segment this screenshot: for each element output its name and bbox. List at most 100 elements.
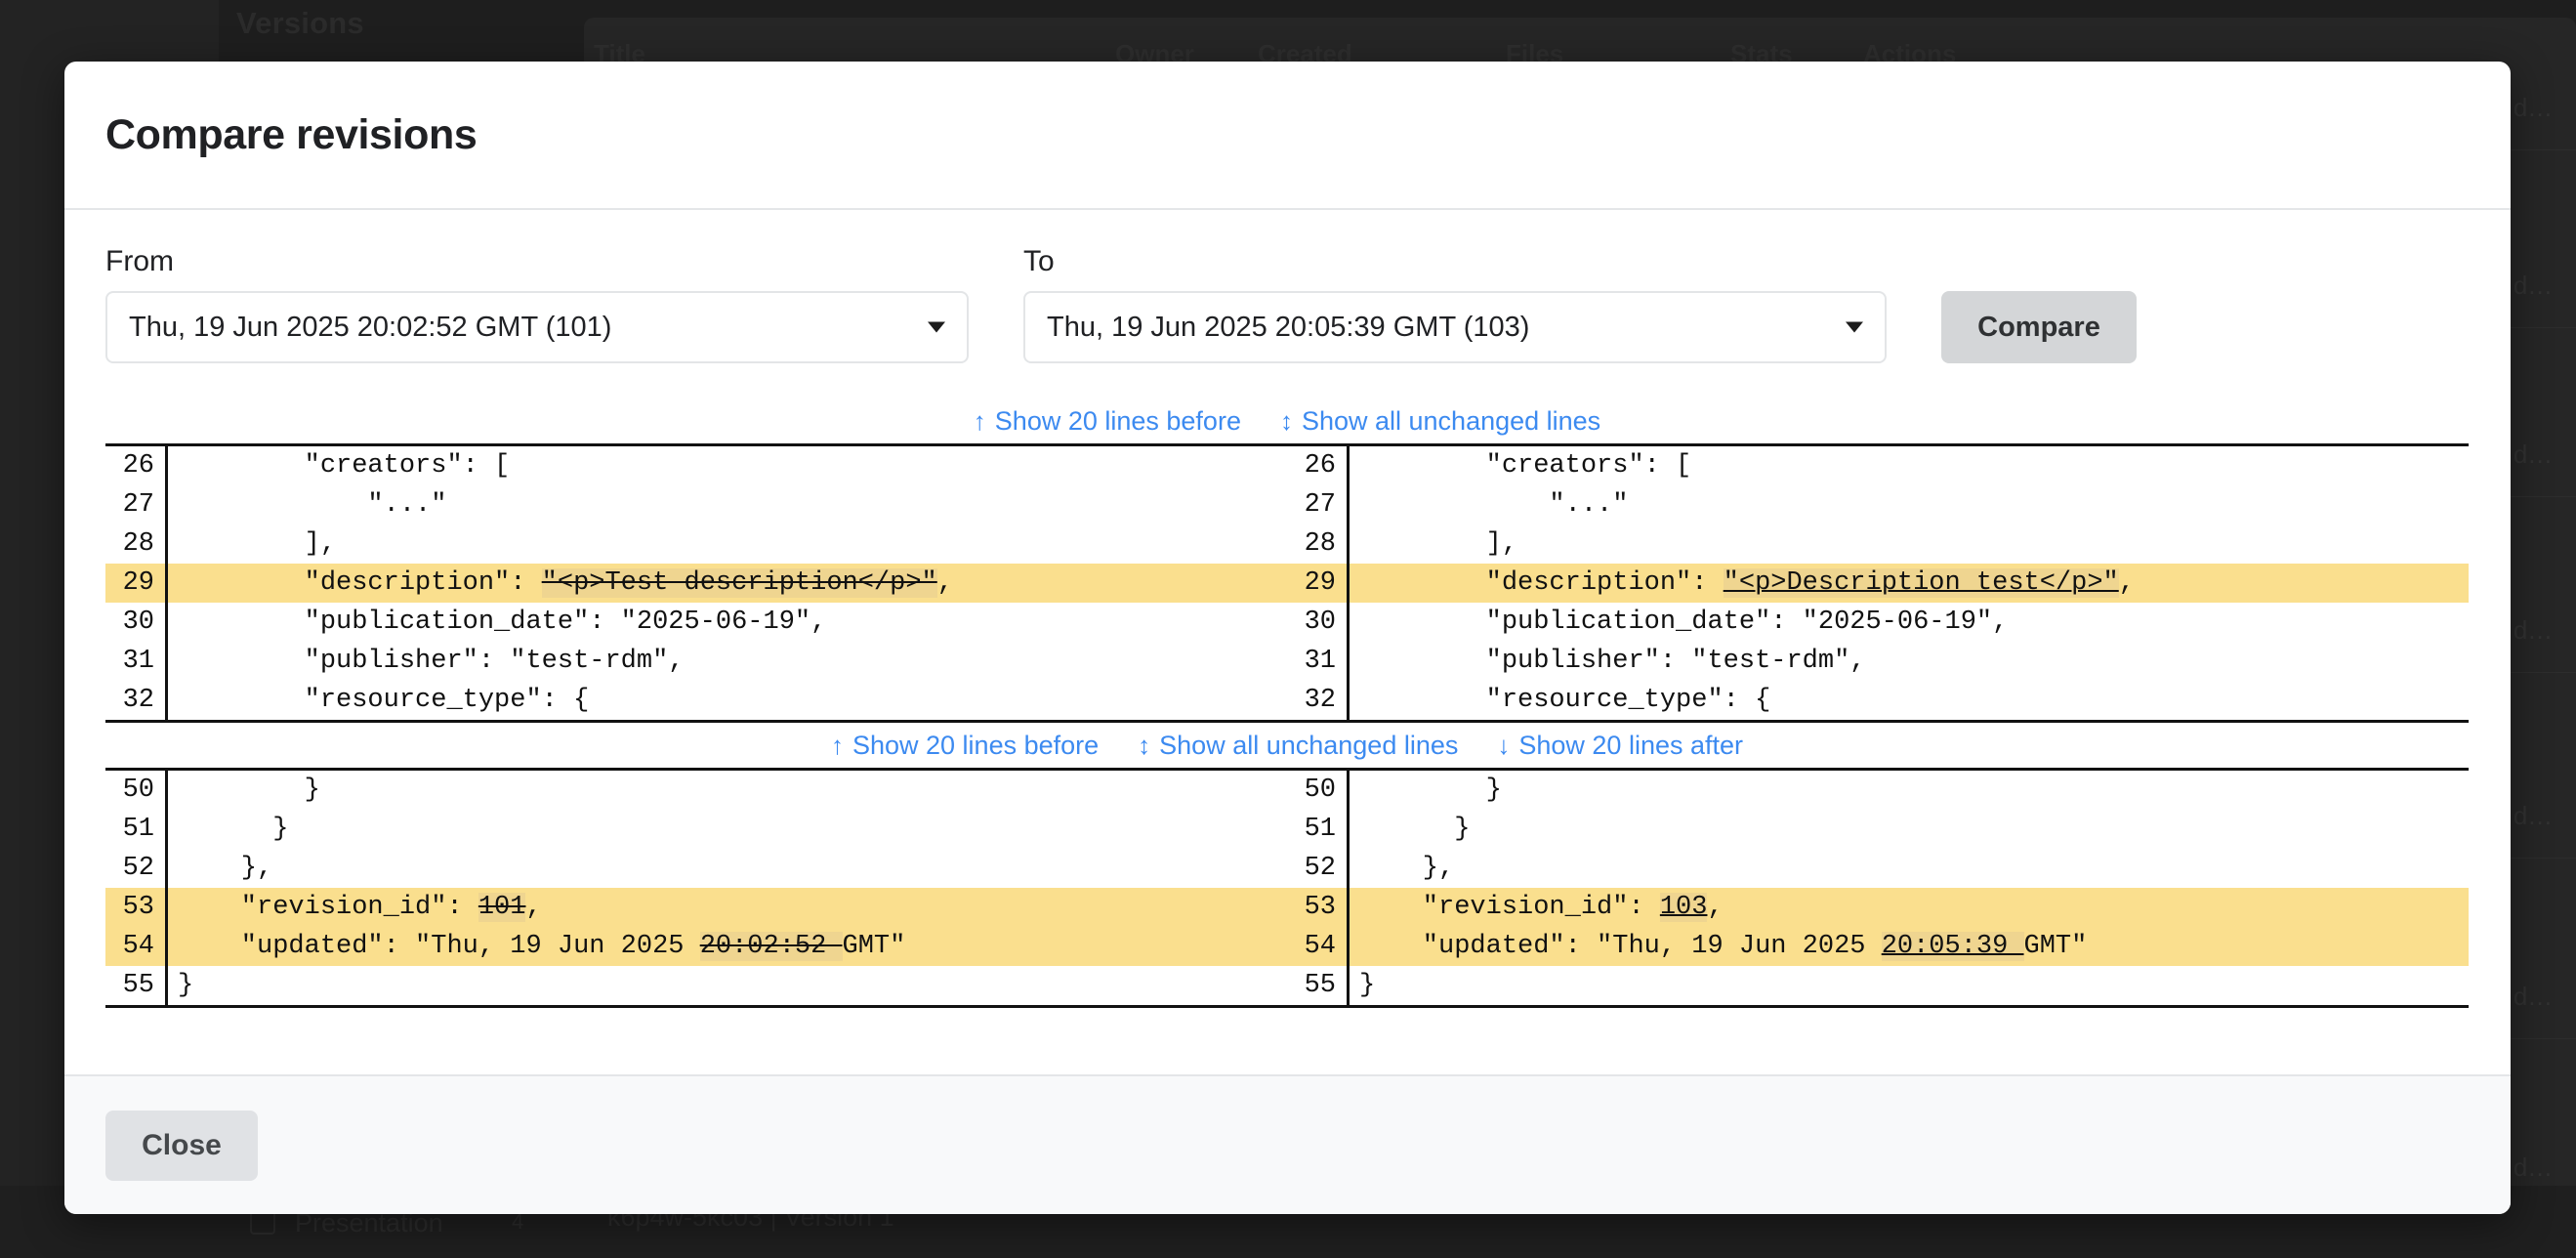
diff-pane-left: 26 "creators": [ <box>105 446 1287 485</box>
diff-line-number: 32 <box>1287 681 1350 720</box>
expand-link-arrow-up[interactable]: ↑Show 20 lines before <box>831 731 1099 761</box>
diff-pane-left: 28 ], <box>105 524 1287 564</box>
diff-pane-right: 29 "description": "<p>Description test</… <box>1287 564 2469 603</box>
diff-viewer: ↑ Show 20 lines before ↕ Show all unchanged… <box>105 398 2469 1008</box>
diff-code-cell: }, <box>1359 854 1455 883</box>
diff-line: 26 "creators": [26 "creators": [ <box>105 446 2469 485</box>
modal-title: Compare revisions <box>105 110 478 158</box>
diff-pane-left: 54 "updated": "Thu, 19 Jun 2025 20:02:52… <box>105 927 1287 966</box>
arrow-up-down-icon: ↕ <box>1138 731 1151 760</box>
backdrop-row-cell: d... <box>2513 440 2553 469</box>
diff-line-number: 26 <box>1287 446 1350 485</box>
diff-pane-left: 53 "revision_id": 101, <box>105 888 1287 927</box>
diff-code-cell: ], <box>178 529 337 559</box>
diff-code-cell: "resource_type": { <box>1359 686 1771 715</box>
expand-link-label: Show 20 lines before <box>852 730 1100 760</box>
diff-code-cell: } <box>178 815 289 844</box>
expand-link-arrow-up[interactable]: ↑ Show 20 lines before <box>974 406 1241 437</box>
diff-line-number: 50 <box>105 771 168 810</box>
to-revision-select[interactable]: Thu, 19 Jun 2025 20:05:39 GMT (103) <box>1023 291 1887 363</box>
diff-line-number: 52 <box>105 849 168 888</box>
diff-code-cell: "..." <box>1359 490 1629 520</box>
to-label: To <box>1023 245 1055 277</box>
diff-code-cell: "publisher": "test-rdm", <box>1359 647 1866 676</box>
diff-line: 55}55} <box>105 966 2469 1005</box>
diff-pane-right: 28 ], <box>1287 524 2469 564</box>
diff-added-text: 20:05:39 <box>1881 932 2024 961</box>
diff-pane-left: 31 "publisher": "test-rdm", <box>105 642 1287 681</box>
backdrop-row-cell: d... <box>2513 982 2553 1011</box>
expand-link-label: Show all unchanged lines <box>1301 405 1601 436</box>
backdrop-row-cell: d... <box>2513 1153 2553 1182</box>
expand-link-label: Show all unchanged lines <box>1159 730 1459 760</box>
diff-added-text: "<p>Description test</p>" <box>1723 568 2119 598</box>
diff-line-number: 54 <box>105 927 168 966</box>
diff-pane-left: 51 } <box>105 810 1287 849</box>
diff-code-cell: "..." <box>178 490 447 520</box>
diff-code-cell: } <box>1359 971 1376 1000</box>
diff-code-cell: } <box>1359 815 1471 844</box>
from-label: From <box>105 245 174 277</box>
diff-line: 52 },52 }, <box>105 849 2469 888</box>
diff-line: 32 "resource_type": {32 "resource_type":… <box>105 681 2469 720</box>
diff-expand-bar: ↑Show 20 lines before ↕ Show all unchanged… <box>105 723 2469 768</box>
diff-code-cell: "creators": [ <box>1359 451 1692 481</box>
diff-line-number: 29 <box>1287 564 1350 603</box>
diff-line-changed: 29 "description": "<p>Test description</… <box>105 564 2469 603</box>
diff-line-number: 28 <box>105 524 168 564</box>
expand-link-label: Show 20 lines before <box>994 405 1241 436</box>
expand-link-label: Show 20 lines after <box>1518 730 1744 760</box>
revision-selector-row: From Thu, 19 Jun 2025 20:02:52 GMT (101)… <box>105 245 2470 363</box>
expand-link-arrow-up-down[interactable]: ↕ Show all unchanged lines <box>1138 731 1458 761</box>
diff-code-cell: "revision_id": 101, <box>178 893 542 922</box>
diff-removed-text: 101 <box>478 893 526 922</box>
diff-code-cell: "publication_date": "2025-06-19", <box>178 608 827 637</box>
diff-pane-left: 50 } <box>105 771 1287 810</box>
backdrop-facet-count: 4 <box>512 1209 524 1234</box>
compare-button[interactable]: Compare <box>1941 291 2137 363</box>
diff-line-number: 53 <box>105 888 168 927</box>
from-revision-value: Thu, 19 Jun 2025 20:02:52 GMT (101) <box>129 311 612 343</box>
backdrop-section-heading: Versions <box>236 6 364 40</box>
expand-link-arrow-down[interactable]: ↓Show 20 lines after <box>1497 731 1743 761</box>
backdrop-row-cell: d... <box>2513 801 2553 830</box>
diff-pane-left: 30 "publication_date": "2025-06-19", <box>105 603 1287 642</box>
diff-code-cell: "creators": [ <box>178 451 511 481</box>
from-field-group: From Thu, 19 Jun 2025 20:02:52 GMT (101) <box>105 245 969 363</box>
arrow-up-icon: ↑ <box>973 406 986 436</box>
diff-line-number: 51 <box>105 810 168 849</box>
chevron-down-icon <box>928 321 945 333</box>
diff-line: 28 ],28 ], <box>105 524 2469 564</box>
diff-pane-right: 55} <box>1287 966 2469 1005</box>
diff-pane-right: 26 "creators": [ <box>1287 446 2469 485</box>
diff-line: 50 }50 } <box>105 771 2469 810</box>
diff-pane-right: 27 "..." <box>1287 485 2469 524</box>
diff-added-text: 103 <box>1659 893 1708 922</box>
diff-line-number: 28 <box>1287 524 1350 564</box>
diff-line-number: 54 <box>1287 927 1350 966</box>
diff-pane-right: 52 }, <box>1287 849 2469 888</box>
diff-code-cell: "updated": "Thu, 19 Jun 2025 20:02:52 GM… <box>178 932 906 961</box>
diff-pane-right: 50 } <box>1287 771 2469 810</box>
diff-code-cell: ], <box>1359 529 1518 559</box>
diff-line-number: 32 <box>105 681 168 720</box>
diff-line: 27 "..."27 "..." <box>105 485 2469 524</box>
diff-pane-left: 29 "description": "<p>Test description</… <box>105 564 1287 603</box>
diff-code-cell: } <box>178 776 320 805</box>
backdrop-row-cell: d... <box>2513 93 2553 122</box>
diff-code-cell: "description": "<p>Description test</p>"… <box>1359 568 2135 598</box>
diff-line-number: 30 <box>105 603 168 642</box>
modal-body: From Thu, 19 Jun 2025 20:02:52 GMT (101)… <box>64 210 2511 1074</box>
diff-code-cell: "publication_date": "2025-06-19", <box>1359 608 2009 637</box>
compare-revisions-modal: Compare revisions From Thu, 19 Jun 2025 … <box>64 62 2511 1214</box>
expand-link-arrow-up-down[interactable]: ↕Show all unchanged lines <box>1280 406 1600 437</box>
from-revision-select[interactable]: Thu, 19 Jun 2025 20:02:52 GMT (101) <box>105 291 969 363</box>
backdrop-row-cell: d... <box>2513 615 2553 645</box>
diff-code-cell: } <box>178 971 194 1000</box>
close-button[interactable]: Close <box>105 1110 258 1181</box>
diff-line-number: 29 <box>105 564 168 603</box>
diff-pane-right: 30 "publication_date": "2025-06-19", <box>1287 603 2469 642</box>
diff-line: 31 "publisher": "test-rdm",31 "publisher… <box>105 642 2469 681</box>
diff-code-cell: "description": "<p>Test description</p>"… <box>178 568 953 598</box>
diff-line: 30 "publication_date": "2025-06-19",30 "… <box>105 603 2469 642</box>
